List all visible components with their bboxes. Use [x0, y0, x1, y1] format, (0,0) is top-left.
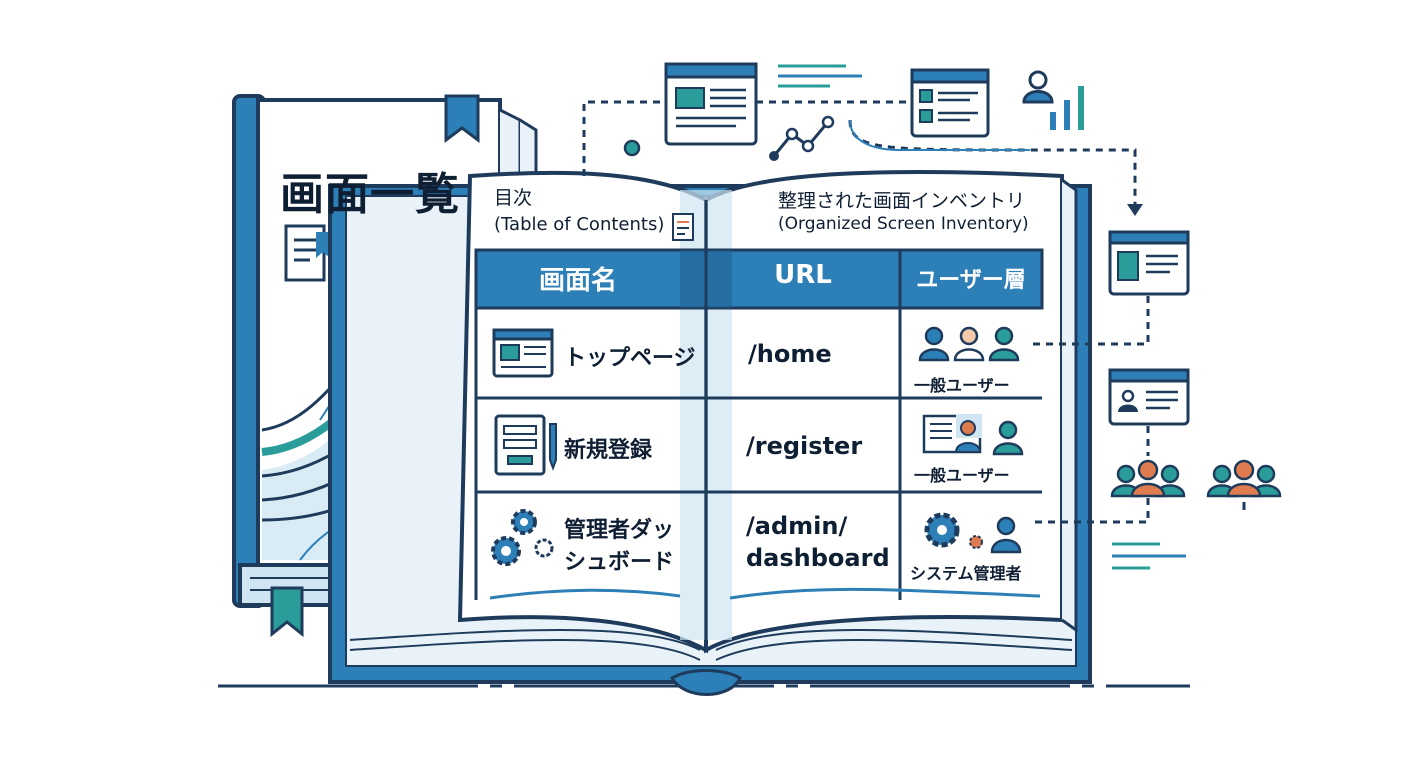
row3-url-line1: /admin/ [746, 512, 848, 540]
cover-title: 画面一覧 [280, 169, 460, 220]
row1-name: トップページ [564, 346, 696, 371]
document-icon [672, 213, 694, 241]
dashed-connector-top [582, 100, 664, 176]
window-icon-2 [910, 68, 990, 138]
row2-url: /register [746, 432, 863, 460]
toc-subtitle: (Table of Contents) [494, 214, 665, 235]
header-url: URL [774, 260, 832, 290]
inventory-subtitle: (Organized Screen Inventory) [778, 214, 1029, 234]
table-header-bg [474, 248, 1044, 310]
bookmark-ribbon-top [444, 94, 480, 143]
user-icon [1022, 70, 1054, 104]
row2-name: 新規登録 [564, 438, 653, 463]
admin-icon [924, 512, 1022, 554]
user-group-icon-1 [1110, 459, 1186, 498]
users-icon [918, 326, 1020, 362]
row1-role: 一般ユーザー [914, 376, 1010, 395]
inventory-title: 整理された画面インベントリ [778, 190, 1026, 212]
user-profile-icon [922, 414, 1024, 456]
form-icon [494, 414, 557, 476]
webpage-icon [492, 328, 554, 378]
bar-chart-icon [1050, 86, 1084, 130]
window-icon-3 [1108, 230, 1190, 296]
dot-decoration [623, 139, 641, 157]
user-group-icon-2 [1206, 459, 1282, 498]
row1-url: /home [748, 340, 832, 368]
window-icon-4 [1108, 368, 1190, 426]
gears-icon [491, 509, 554, 566]
arrow-down-icon [1127, 204, 1143, 216]
toc-title: 目次 [494, 187, 533, 209]
inventory-table [474, 248, 1044, 610]
row3-name-line2: シュボード [564, 550, 675, 575]
document-bookmark-icon [284, 224, 330, 282]
row3-name-line1: 管理者ダッ [564, 518, 675, 543]
line-graph-icon [769, 115, 835, 161]
row2-role: 一般ユーザー [914, 466, 1010, 485]
bookmark-ribbon-bottom [270, 586, 304, 638]
row3-url-line2: dashboard [746, 544, 890, 572]
row3-role: システム管理者 [910, 564, 1022, 583]
window-icon-1 [664, 62, 758, 146]
header-user-tier: ユーザー層 [916, 268, 1026, 293]
header-screen-name: 画面名 [538, 266, 617, 296]
